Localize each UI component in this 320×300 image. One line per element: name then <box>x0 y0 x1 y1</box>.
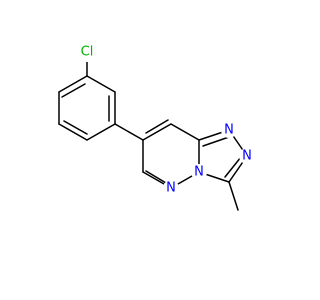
bond <box>145 170 167 184</box>
bridgehead-nitrogen-label: N <box>194 165 204 180</box>
molecule-structure: Cl N N N N <box>58 42 255 211</box>
n-label-background <box>191 164 207 180</box>
bond <box>224 156 242 178</box>
bond <box>58 75 88 93</box>
bond <box>142 123 172 141</box>
bond <box>145 119 169 134</box>
bond <box>86 123 116 141</box>
n-label-background <box>163 180 179 196</box>
bonds <box>58 59 248 211</box>
bond <box>202 136 230 147</box>
chlorine-atom-label: Cl <box>81 45 94 60</box>
molecule-canvas: Cl N N N N <box>58 42 255 211</box>
n-label-background <box>221 122 237 138</box>
bond <box>114 123 144 141</box>
pyridazine-nitrogen-label: N <box>166 181 176 196</box>
chlorine-label-background <box>77 42 97 62</box>
triazole-nitrogen-right-label: N <box>242 149 252 164</box>
bond <box>228 181 239 211</box>
bond <box>170 123 200 141</box>
bond <box>58 123 88 141</box>
triazole-nitrogen-top-label: N <box>224 123 234 138</box>
n-label-background <box>239 148 255 164</box>
bond <box>61 83 86 98</box>
bond <box>86 75 116 93</box>
atom-labels: Cl N N N N <box>77 42 255 196</box>
bond <box>63 120 88 135</box>
